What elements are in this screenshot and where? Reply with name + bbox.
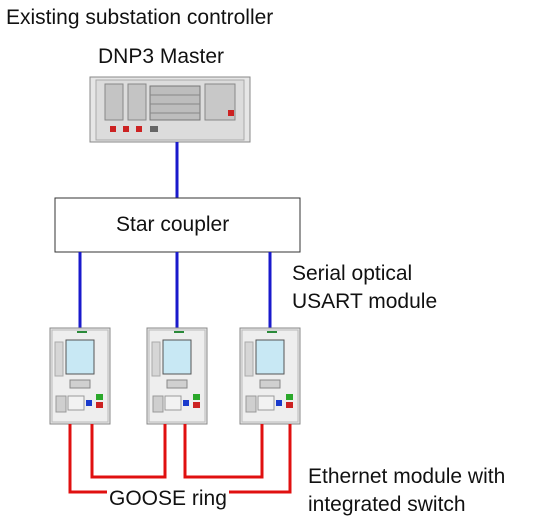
- relay-device: [146, 327, 208, 425]
- controller-caption: Existing substation controller: [6, 6, 274, 29]
- star-coupler-label: Star coupler: [116, 213, 230, 236]
- goose-ring-label: GOOSE ring: [107, 487, 229, 511]
- goose-ring: [68, 424, 292, 494]
- usart-label-line1: Serial optical: [292, 262, 413, 285]
- relay-device: [239, 327, 301, 425]
- dnp3-master-device: [89, 76, 251, 143]
- relay-device: [49, 327, 111, 425]
- master-caption: DNP3 Master: [98, 45, 225, 68]
- ethernet-label-line2: integrated switch: [308, 493, 466, 516]
- ethernet-label-line1: Ethernet module with: [308, 465, 506, 488]
- usart-label-line2: USART module: [292, 290, 438, 313]
